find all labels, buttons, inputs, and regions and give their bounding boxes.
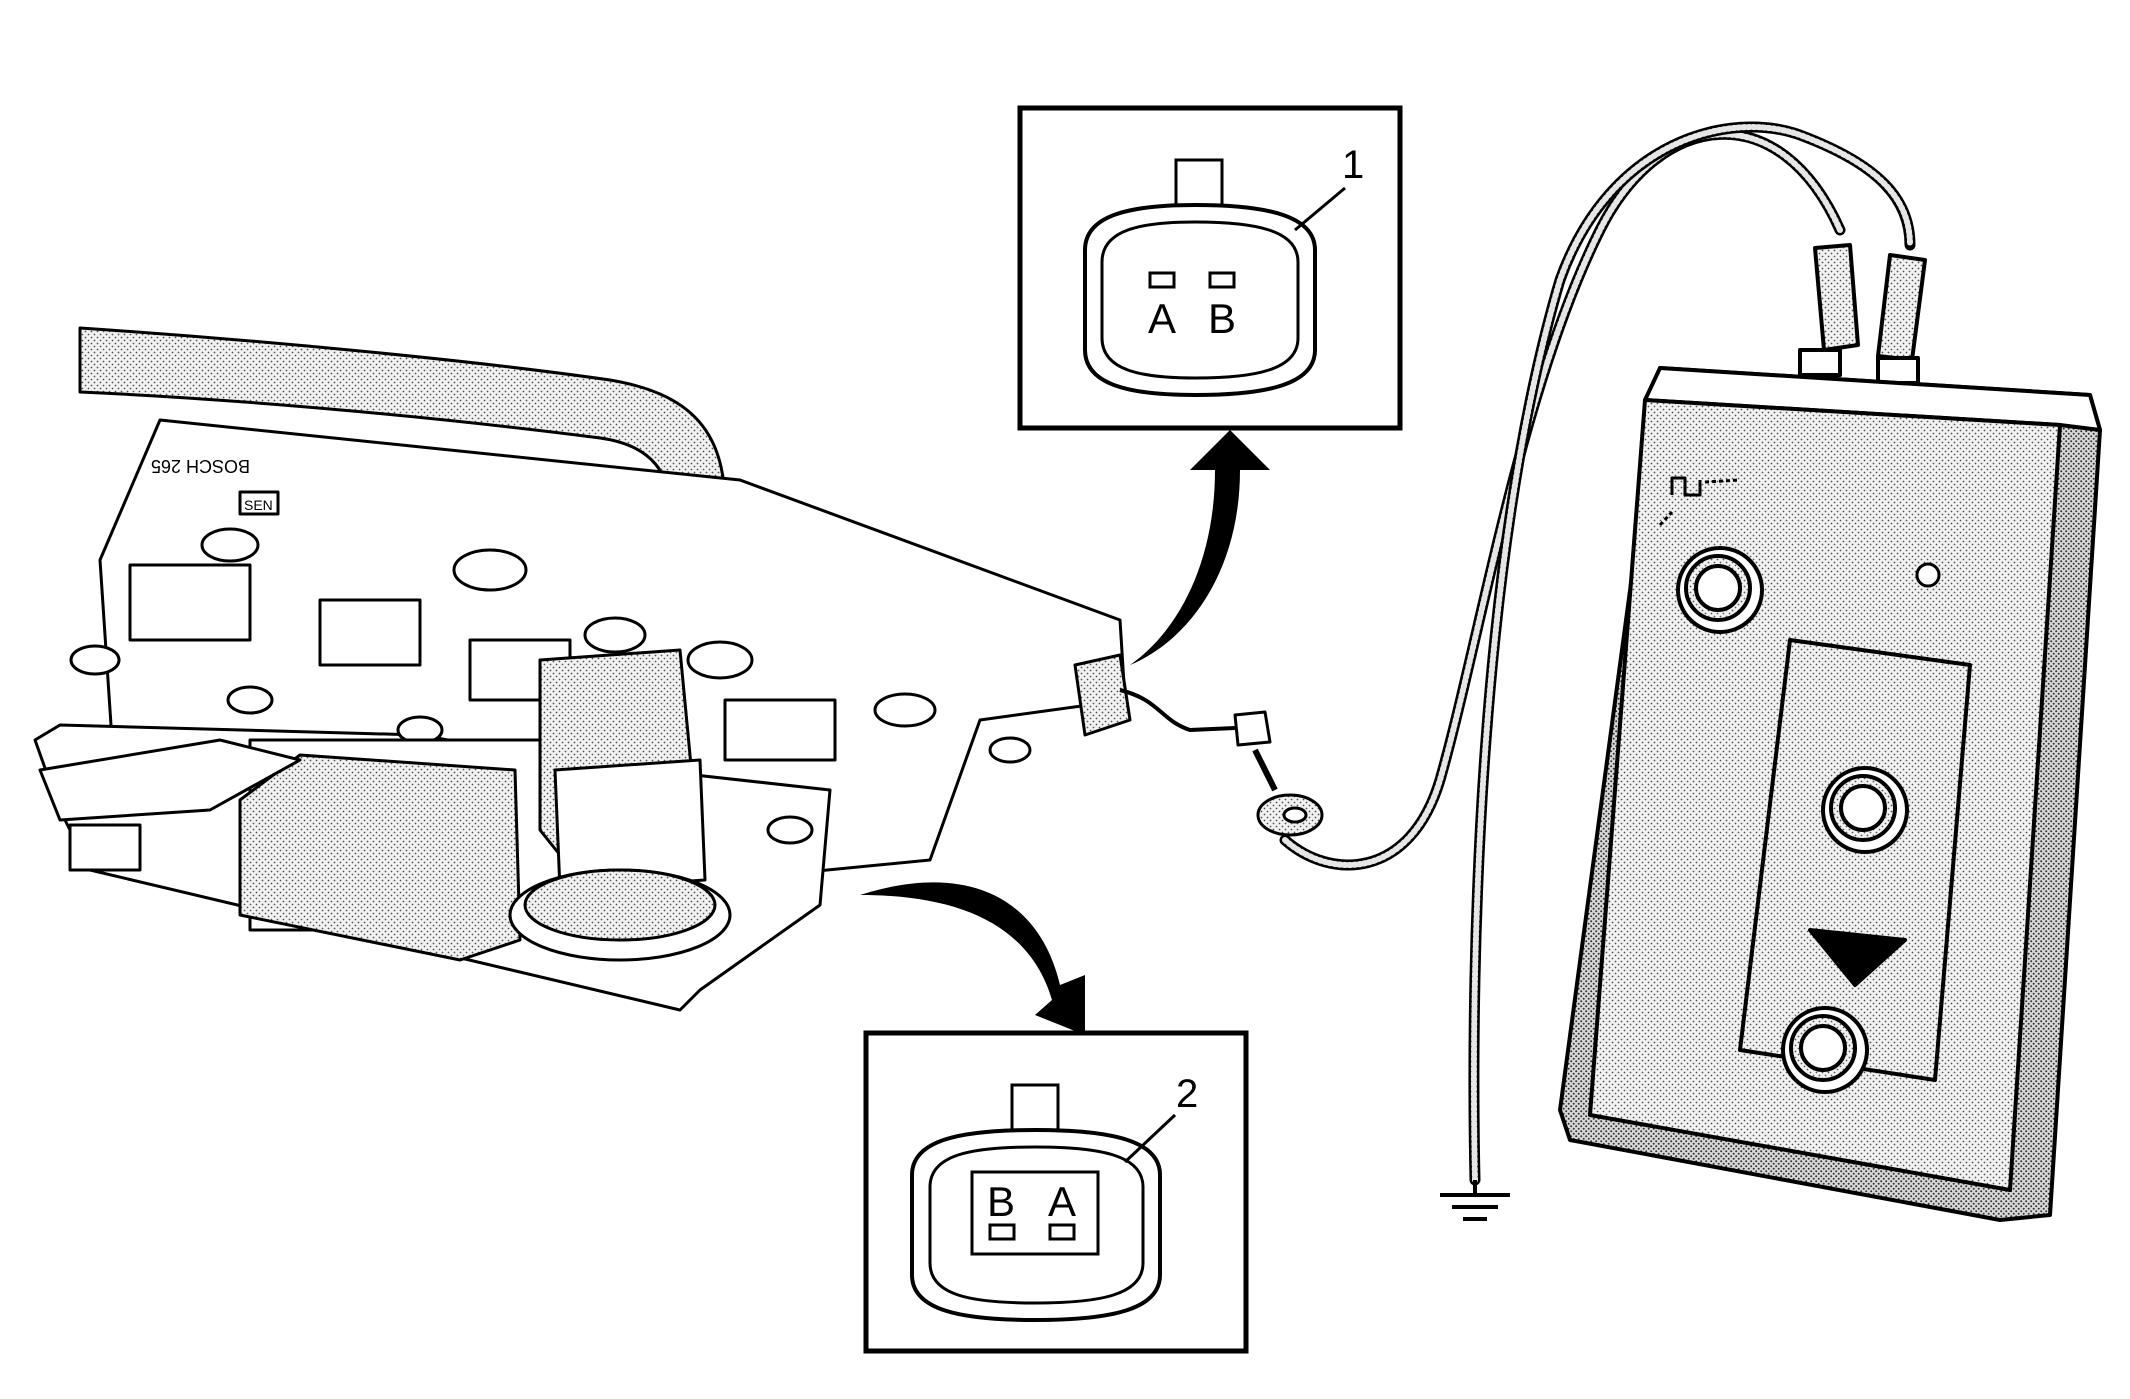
curved-arrow-icon [1130,430,1270,665]
knob-top [1676,546,1764,634]
callout-2-pin-b: B [987,1178,1015,1225]
module-marking: BOSCH 265 [151,456,250,476]
tester-leads [1279,121,1916,1186]
square-wave-icon [1670,476,1702,497]
callout-box-2 [863,1030,1249,1354]
module-cover [238,753,522,962]
callout-1-pin-b: B [1208,295,1236,342]
callout-2-pin-a: A [1048,1178,1076,1225]
callout-box-1 [1017,105,1403,431]
module-badge: SEN [244,497,273,513]
curved-arrow-icon [860,882,1085,1035]
signal-tester [1558,243,2102,1222]
pointer-triangle-icon [1808,928,1907,987]
callout-2-number: 2 [1176,1072,1198,1116]
knob-bottom [1781,1006,1869,1094]
ground-symbol-icon [1440,1180,1510,1221]
knob-middle [1821,766,1909,854]
indicator-led [1915,562,1941,588]
pigtail-wire [1119,688,1236,732]
callout-1-pin-a: A [1148,295,1176,342]
callout-1-number: 1 [1342,143,1364,187]
control-module-assembly: BOSCH 265 SEN [33,326,1324,1012]
